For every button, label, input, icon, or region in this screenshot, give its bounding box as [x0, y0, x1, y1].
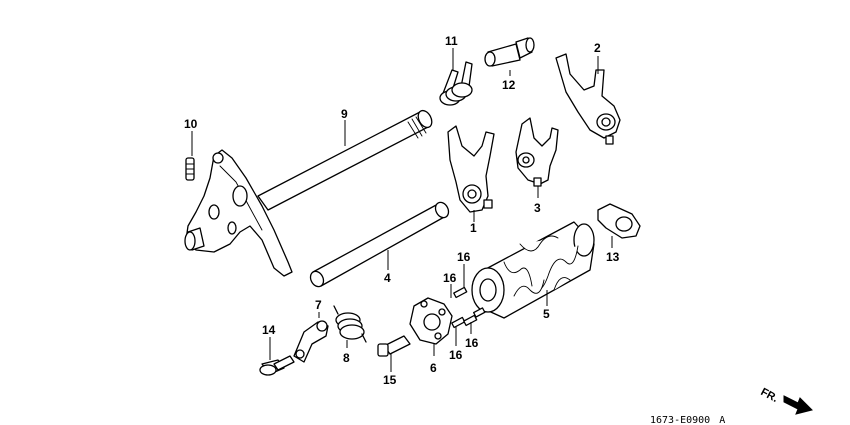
part-16-pins	[451, 286, 486, 329]
callout-7: 7	[315, 298, 322, 312]
front-direction-indicator: FR.	[759, 386, 813, 415]
callout-1: 1	[470, 221, 477, 235]
callout-15: 15	[383, 373, 397, 387]
front-arrow-icon	[783, 395, 813, 415]
part-8-spring	[333, 305, 367, 343]
part-13-plate	[597, 203, 641, 239]
callout-2: 2	[594, 41, 601, 55]
callout-4: 4	[384, 271, 391, 285]
callout-16-c: 16	[449, 348, 463, 362]
part-9-gearshift-spindle	[184, 109, 433, 277]
part-4-fork-shaft	[309, 201, 450, 288]
callout-10: 10	[184, 117, 198, 131]
callout-16-a: 16	[457, 250, 471, 264]
diagram-code-suffix: A	[719, 415, 725, 425]
part-11-spring	[439, 61, 473, 106]
callout-13: 13	[606, 250, 620, 264]
callout-11: 11	[445, 34, 458, 48]
leader-lines	[191, 48, 613, 372]
callout-14: 14	[262, 323, 276, 337]
callout-8: 8	[343, 351, 350, 365]
part-6-drum-center	[409, 297, 453, 345]
diagram-code: 1673-E0900 A	[650, 415, 725, 425]
callout-16-b: 16	[443, 271, 457, 285]
front-label: FR.	[759, 386, 780, 405]
part-15-bolt	[377, 335, 411, 357]
part-7-stopper-arm	[293, 320, 329, 363]
callout-5: 5	[543, 307, 550, 321]
callout-12: 12	[502, 78, 516, 92]
part-12-stud-bolt	[484, 37, 535, 67]
part-3-shift-fork	[515, 117, 559, 187]
callout-3: 3	[534, 201, 541, 215]
callout-16-d: 16	[465, 336, 479, 350]
part-14-bolt	[259, 355, 295, 376]
part-1-shift-fork	[447, 125, 495, 213]
callout-labels: 1 2 3 4 5 6 7 8 9 10 11 12 13 14 15 16 1…	[184, 34, 620, 387]
diagram-code-number: 1673-E0900	[650, 415, 710, 425]
callout-6: 6	[430, 361, 437, 375]
part-5-shift-drum	[471, 221, 595, 319]
part-10-pin	[185, 157, 195, 181]
part-2-shift-fork	[555, 53, 621, 145]
callout-9: 9	[341, 107, 348, 121]
